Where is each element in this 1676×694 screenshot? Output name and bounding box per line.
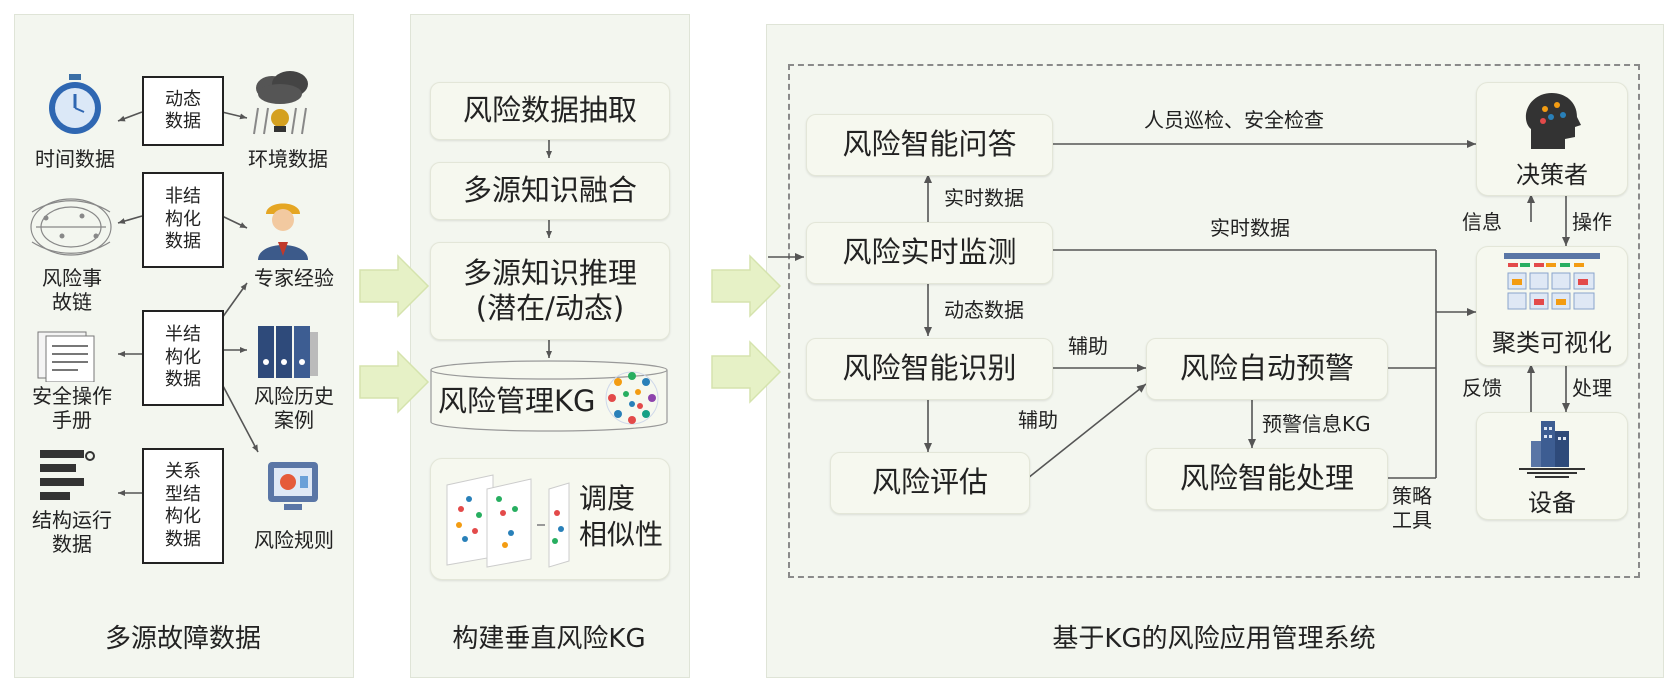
category-relational-label: 关系 型结 构化 数据 — [165, 461, 201, 550]
node-risk-realtime-monitoring: 风险实时监测 — [806, 222, 1053, 284]
node-risk-intelligent-identification: 风险智能识别 — [806, 338, 1053, 400]
edge-label-assist-2: 辅助 — [1018, 408, 1058, 432]
storm-cloud-icon — [250, 68, 312, 144]
node-risk-assessment-label: 风险评估 — [871, 465, 988, 500]
edge-label-operate: 操作 — [1572, 210, 1612, 234]
kg-cylinder-shape — [430, 360, 668, 432]
dashboard-icon — [1504, 253, 1600, 310]
stopwatch-icon — [46, 72, 104, 142]
edge-label-realtime-data-right: 实时数据 — [1210, 216, 1290, 240]
decision-maker-head-icon — [1525, 93, 1581, 149]
category-unstructured-label: 非结 构化 数据 — [165, 186, 201, 253]
edge-label-warning-kg: 预警信息KG — [1262, 412, 1371, 436]
node-device: 设备 — [1476, 412, 1628, 520]
item-environment-data: 环境数据 — [248, 147, 328, 171]
case-binders-icon — [256, 322, 320, 384]
kg-network-icon — [605, 371, 659, 425]
node-risk-intelligent-qa-label: 风险智能问答 — [842, 127, 1017, 162]
step-multisource-knowledge-reasoning: 多源知识推理 (潜在/动态) — [430, 242, 670, 340]
item-time-data: 时间数据 — [35, 147, 115, 171]
edge-label-feedback: 反馈 — [1462, 376, 1502, 400]
step-risk-data-extraction-label: 风险数据抽取 — [462, 93, 637, 128]
edge-label-info: 信息 — [1462, 210, 1502, 234]
flow-arrows — [359, 254, 782, 414]
item-risk-rules: 风险规则 — [254, 528, 334, 552]
item-safety-manual: 安全操作 手册 — [32, 384, 112, 432]
panel-title-middle: 构建垂直风险KG — [452, 624, 646, 654]
panel-title-right: 基于KG的风险应用管理系统 — [1052, 624, 1376, 654]
category-relational-data: 关系 型结 构化 数据 — [142, 448, 224, 564]
step-multisource-knowledge-fusion-label: 多源知识融合 — [462, 173, 637, 208]
item-expert-experience: 专家经验 — [254, 266, 334, 290]
node-risk-intelligent-handling-label: 风险智能处理 — [1179, 461, 1354, 496]
accident-chain-icon — [26, 192, 116, 266]
risk-management-kg-cylinder: 风险管理KG — [430, 360, 668, 432]
step-risk-data-extraction: 风险数据抽取 — [430, 82, 670, 140]
item-risk-history-cases: 风险历史 案例 — [254, 384, 334, 432]
system-boundary — [788, 64, 1640, 578]
structure-data-icon — [38, 448, 98, 508]
node-risk-auto-warning: 风险自动预警 — [1146, 338, 1388, 400]
edge-label-strategy-tools: 策略 工具 — [1392, 484, 1432, 532]
category-semistructured-data: 半结 构化 数据 — [142, 310, 224, 406]
step-multisource-knowledge-reasoning-label: 多源知识推理 (潜在/动态) — [462, 255, 637, 325]
item-accident-chain: 风险事 故链 — [42, 266, 102, 314]
category-dynamic-data: 动态 数据 — [142, 76, 224, 146]
similarity-label: 调度 相似性 — [579, 482, 664, 552]
decision-maker-label: 决策者 — [1516, 161, 1588, 189]
node-risk-realtime-monitoring-label: 风险实时监测 — [842, 235, 1017, 270]
edge-label-assist-1: 辅助 — [1068, 334, 1108, 358]
building-device-icon — [1519, 421, 1585, 478]
edge-label-process: 处理 — [1572, 376, 1612, 400]
risk-rules-icon — [264, 458, 322, 516]
node-risk-assessment: 风险评估 — [830, 452, 1030, 514]
node-risk-auto-warning-label: 风险自动预警 — [1179, 351, 1354, 386]
edge-label-patrol-inspection: 人员巡检、安全检查 — [1144, 108, 1324, 132]
node-cluster-visualization: 聚类可视化 — [1476, 246, 1628, 366]
node-risk-intelligent-handling: 风险智能处理 — [1146, 448, 1388, 510]
device-label: 设备 — [1528, 489, 1576, 517]
graph-layers-icon — [446, 474, 570, 568]
panel-title-left: 多源故障数据 — [104, 624, 261, 654]
kg-label: 风险管理KG — [438, 384, 596, 418]
item-structure-operation-data: 结构运行 数据 — [32, 508, 112, 556]
node-decision-maker: 决策者 — [1476, 82, 1628, 196]
manual-document-icon — [36, 330, 100, 386]
expert-icon — [252, 190, 314, 264]
node-risk-intelligent-identification-label: 风险智能识别 — [842, 351, 1017, 386]
similarity-box: 调度 相似性 — [430, 458, 670, 580]
edge-label-realtime-data-up: 实时数据 — [944, 186, 1024, 210]
category-dynamic-label: 动态 数据 — [165, 88, 201, 133]
step-multisource-knowledge-fusion: 多源知识融合 — [430, 162, 670, 220]
category-semistructured-label: 半结 构化 数据 — [165, 324, 201, 391]
visualization-label: 聚类可视化 — [1492, 329, 1612, 357]
category-unstructured-data: 非结 构化 数据 — [142, 172, 224, 268]
node-risk-intelligent-qa: 风险智能问答 — [806, 114, 1053, 176]
edge-label-dynamic-data: 动态数据 — [944, 298, 1024, 322]
